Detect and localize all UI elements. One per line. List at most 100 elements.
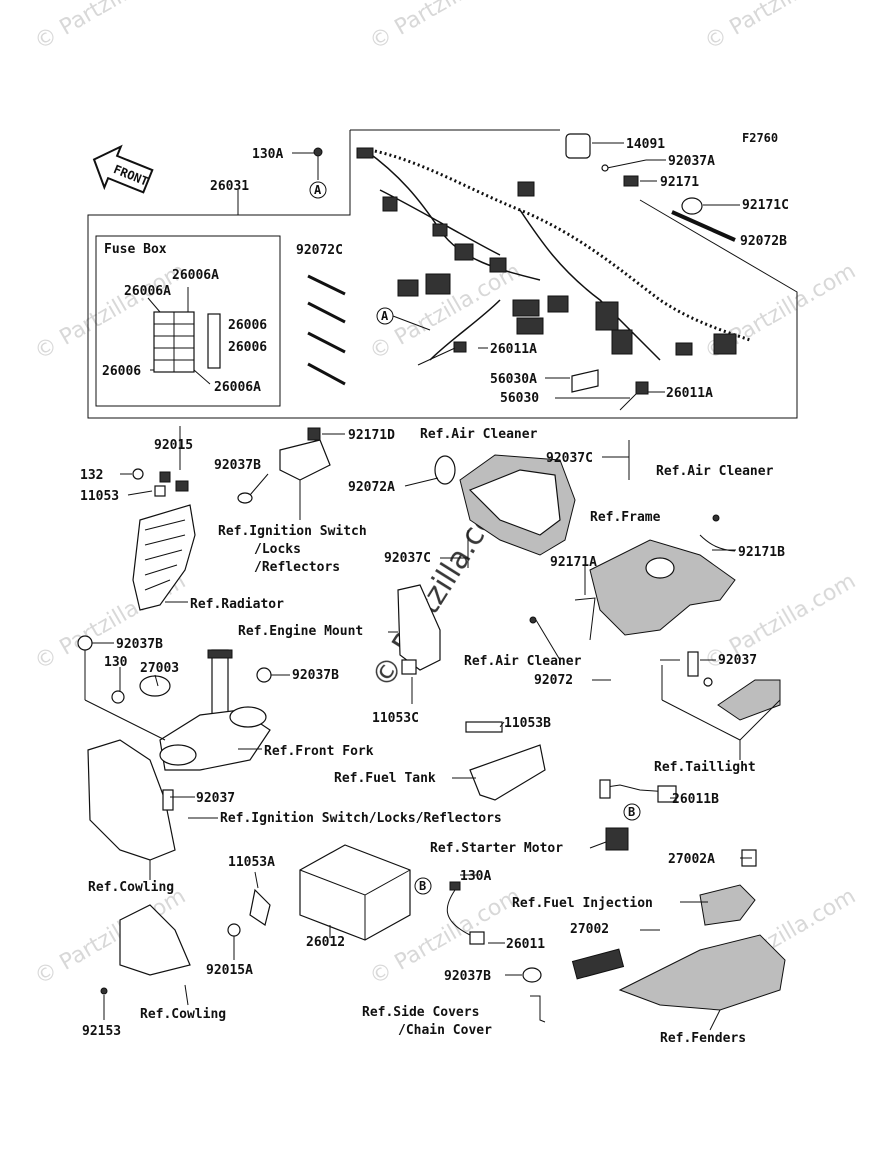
- air-cleaner: [434, 440, 630, 568]
- callout-b-label: B: [628, 805, 635, 819]
- label-26031: 26031: [210, 179, 249, 194]
- label-92072C: 92072C: [296, 243, 343, 258]
- label-56030A: 56030A: [490, 372, 537, 387]
- harness-group: [87, 129, 798, 419]
- ref-starter-motor: Ref.Starter Motor: [430, 841, 563, 856]
- ref-cowling: Ref.Cowling: [140, 1007, 226, 1022]
- label-11053: 11053: [80, 489, 119, 504]
- label-11053A: 11053A: [228, 855, 275, 870]
- label-92171A: 92171A: [550, 555, 597, 570]
- ref-front-fork: Ref.Front Fork: [264, 744, 374, 759]
- cowling-top: [87, 739, 176, 861]
- ref-air-cleaner: Ref.Air Cleaner: [420, 427, 538, 442]
- label-130: 130: [104, 655, 128, 670]
- fuse-label-26006: 26006: [228, 340, 267, 355]
- watermark-text: © Partzilla.com: [366, 0, 526, 55]
- watermark-text: © Partzilla.com: [31, 0, 191, 55]
- ignition-bracket: [237, 427, 331, 520]
- ref-engine-mount: Ref.Engine Mount: [238, 624, 363, 639]
- label-92171D: 92171D: [348, 428, 395, 443]
- ref-side-covers: Ref.Side Covers: [362, 1005, 479, 1020]
- frame: [529, 514, 736, 641]
- label-92037B: 92037B: [292, 668, 339, 683]
- label-27003: 27003: [140, 661, 179, 676]
- fuse-label-26006: 26006: [102, 364, 141, 379]
- label-92037: 92037: [718, 653, 757, 668]
- label-92153: 92153: [82, 1024, 121, 1039]
- label-27002A: 27002A: [668, 852, 715, 867]
- label-92037B: 92037B: [444, 969, 491, 984]
- ref-ignition-long: Ref.Ignition Switch/Locks/Reflectors: [220, 811, 502, 826]
- label-92037B: 92037B: [214, 458, 261, 473]
- label-26011A: 26011A: [666, 386, 713, 401]
- ref-ignition-switch: Ref.Ignition Switch: [218, 524, 367, 539]
- callout-a-label: A: [381, 309, 389, 323]
- radiator-bracket: [132, 468, 196, 611]
- ref-air-cleaner: Ref.Air Cleaner: [464, 654, 582, 669]
- ref-ignition-locks: /Locks: [254, 542, 301, 557]
- label-92171B: 92171B: [738, 545, 785, 560]
- ref-ignition-reflectors: /Reflectors: [254, 560, 340, 575]
- label-92037B: 92037B: [116, 637, 163, 652]
- label-14091: 14091: [626, 137, 665, 152]
- label-92171: 92171: [660, 175, 699, 190]
- ref-frame: Ref.Frame: [590, 510, 661, 525]
- callout-b-label: B: [419, 879, 426, 893]
- clips-top-right: [601, 159, 740, 242]
- fuse-box-grid: [147, 287, 221, 385]
- parts-56030: [571, 369, 649, 411]
- ref-cowling: Ref.Cowling: [88, 880, 174, 895]
- side-cover-clip: [522, 967, 546, 1023]
- label-130A: 130A: [460, 869, 491, 884]
- label-11053C: 11053C: [372, 711, 419, 726]
- callout-a-top: A: [309, 147, 327, 199]
- ref-fuel-tank: Ref.Fuel Tank: [334, 771, 436, 786]
- ref-taillight: Ref.Taillight: [654, 760, 756, 775]
- label-92037A: 92037A: [668, 154, 715, 169]
- fuse-label-26006A: 26006A: [124, 284, 171, 299]
- ref-fenders: Ref.Fenders: [660, 1031, 746, 1046]
- callout-a-label: A: [314, 183, 322, 197]
- label-92037C: 92037C: [384, 551, 431, 566]
- label-92072B: 92072B: [740, 234, 787, 249]
- leader-lines: [92, 142, 752, 1031]
- figure-code: F2760: [742, 131, 778, 145]
- front-fork: [77, 635, 272, 771]
- label-92015A: 92015A: [206, 963, 253, 978]
- label-92037: 92037: [196, 791, 235, 806]
- label-92072A: 92072A: [348, 480, 395, 495]
- label-92072: 92072: [534, 673, 573, 688]
- label-26012: 26012: [306, 935, 345, 950]
- label-26011A: 26011A: [490, 342, 537, 357]
- starter-cable: B: [599, 779, 677, 851]
- label-92037C: 92037C: [546, 451, 593, 466]
- fuse-label-26006A: 26006A: [172, 268, 219, 283]
- ref-radiator: Ref.Radiator: [190, 597, 284, 612]
- engine-mount: [397, 584, 441, 675]
- label-26011: 26011: [506, 937, 545, 952]
- cowling-bottom: [100, 888, 271, 995]
- fuse-box-title: Fuse Box: [104, 242, 167, 257]
- ref-air-cleaner: Ref.Air Cleaner: [656, 464, 774, 479]
- label-132: 132: [80, 468, 103, 483]
- label-92171C: 92171C: [742, 198, 789, 213]
- battery: B: [299, 844, 485, 945]
- ref-chain-cover: /Chain Cover: [398, 1023, 492, 1038]
- watermark-text: © Partzilla.com: [701, 0, 861, 55]
- part-14091: [565, 133, 624, 159]
- fuse-label-26006A: 26006A: [214, 380, 261, 395]
- label-92015: 92015: [154, 438, 193, 453]
- label-11053B: 11053B: [504, 716, 551, 731]
- fuel-tank-bracket: [465, 721, 546, 801]
- taillight: [660, 651, 781, 741]
- ties-92072C: [307, 274, 346, 386]
- fuse-box-frame: [95, 235, 281, 407]
- label-27002: 27002: [570, 922, 609, 937]
- label-130A: 130A: [252, 147, 283, 162]
- fuse-label-26006: 26006: [228, 318, 267, 333]
- callout-a-left: A: [376, 307, 431, 331]
- label-26011B: 26011B: [672, 792, 719, 807]
- labels: 130A 26031 14091 92037A 92171 92171C 920…: [80, 137, 789, 1046]
